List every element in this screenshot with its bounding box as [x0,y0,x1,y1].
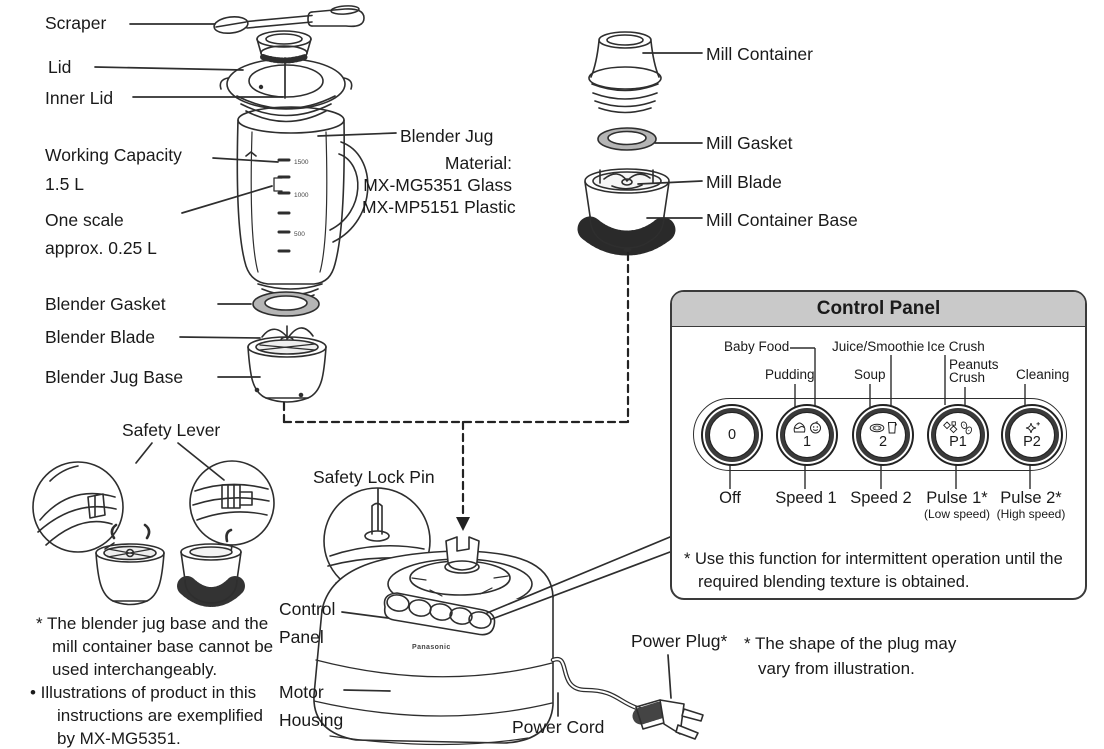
label-one-scale-2: approx. 0.25 L [45,238,157,258]
pudding-icon [793,422,806,433]
label-scraper: Scraper [45,13,107,33]
inner-lid-drawing [256,30,312,64]
scraper-drawing [213,5,365,35]
program-pudding: Pudding [765,367,815,382]
sparkle-icon [1025,421,1040,433]
mill-gasket-drawing [597,127,657,151]
assembly-dashed-lines [282,251,630,518]
panel-button-off: 0 [701,404,763,466]
baby-food-icon [810,421,821,434]
button-label-speed2: Speed 2 [850,489,912,507]
leader-lines [94,23,703,717]
blender-jug-drawing: 1500 1000 500 [236,106,369,301]
ice-crush-icon [943,421,958,434]
footnote-interchangeable: * The blender jug base and the mill cont… [36,614,274,679]
button-label-pulse1: Pulse 1* (Low speed) [923,489,991,521]
lid-drawing [219,58,353,123]
label-mill-blade: Mill Blade [706,172,782,192]
label-working-capacity-2: 1.5 L [45,174,84,194]
safety-lever-left-circle [32,461,124,553]
brand-logo: Panasonic [412,644,451,651]
label-control-panel: Control Panel [279,599,336,647]
material-line3: MX-MP5151 Plastic [362,196,516,217]
mini-blender-jug-base-drawing [95,523,165,606]
material-line1: Material: [444,153,512,173]
label-mill-gasket: Mill Gasket [706,133,793,153]
label-power-cord: Power Cord [512,717,605,737]
label-blender-gasket: Blender Gasket [45,294,166,314]
mill-container-drawing [588,31,662,114]
scale-1000: 1000 [294,192,309,199]
label-one-scale-1: One scale [45,210,124,230]
label-motor-housing: Motor Housing [279,682,344,730]
material-info: Material: MX-MG5351 Glass MX-MP5151 Plas… [362,153,516,219]
panel-button-pulse2: P2 [1001,404,1063,466]
pulse-footnote: * Use this function for intermittent ope… [684,550,1063,591]
motor-housing-drawing: Panasonic [313,536,554,746]
footnote-illustrations: • Illustrations of product in this instr… [30,683,263,748]
program-ice-crush: Ice Crush [927,339,985,354]
mini-mill-container-base-drawing [177,528,245,607]
plug-shape-note: * The shape of the plug may vary from il… [744,634,957,678]
program-peanuts-crush: Peanuts Crush [949,357,999,385]
control-panel-title: Control Panel [672,292,1085,327]
scale-1500: 1500 [294,159,309,166]
power-cord-drawing [550,656,643,712]
cup-icon [887,422,897,434]
panel-button-speed1: 1 [776,404,838,466]
program-baby-food: Baby Food [724,339,790,354]
material-line2: MX-MG5351 Glass [363,174,512,195]
label-mill-container: Mill Container [706,44,813,64]
scale-500: 500 [294,231,305,238]
peanuts-icon [960,420,973,434]
panel-button-pulse1: P1 [927,404,989,466]
power-plug-drawing [632,699,704,740]
program-juice-smoothie: Juice/Smoothie [832,339,925,354]
blender-gasket-drawing [252,291,320,317]
label-mill-container-base: Mill Container Base [706,210,858,230]
label-blender-jug-base: Blender Jug Base [45,367,184,387]
juice-icon [869,423,885,432]
control-panel-callout: Control Panel Baby Food Pudding Juice/Sm… [670,290,1087,600]
label-working-capacity-1: Working Capacity [45,145,182,165]
program-pointer-lines [729,347,1031,489]
label-safety-lock-pin: Safety Lock Pin [313,467,435,487]
label-blender-blade: Blender Blade [45,327,155,347]
safety-lever-right-circle [189,460,275,553]
button-label-speed1: Speed 1 [775,489,837,507]
label-safety-lever: Safety Lever [122,420,221,440]
button-label-off: Off [719,489,741,507]
assembly-arrowhead [456,517,470,531]
label-power-plug: Power Plug* [631,631,728,651]
button-row-outline [693,398,1067,471]
button-label-pulse2: Pulse 2* (High speed) [996,489,1066,521]
mill-container-base-drawing [577,168,677,256]
label-lid: Lid [48,57,72,77]
label-inner-lid: Inner Lid [45,88,114,108]
program-soup: Soup [854,367,886,382]
label-blender-jug: Blender Jug [400,126,494,146]
panel-button-speed2: 2 [852,404,914,466]
blender-jug-base-drawing [247,325,327,403]
program-cleaning: Cleaning [1016,367,1070,382]
